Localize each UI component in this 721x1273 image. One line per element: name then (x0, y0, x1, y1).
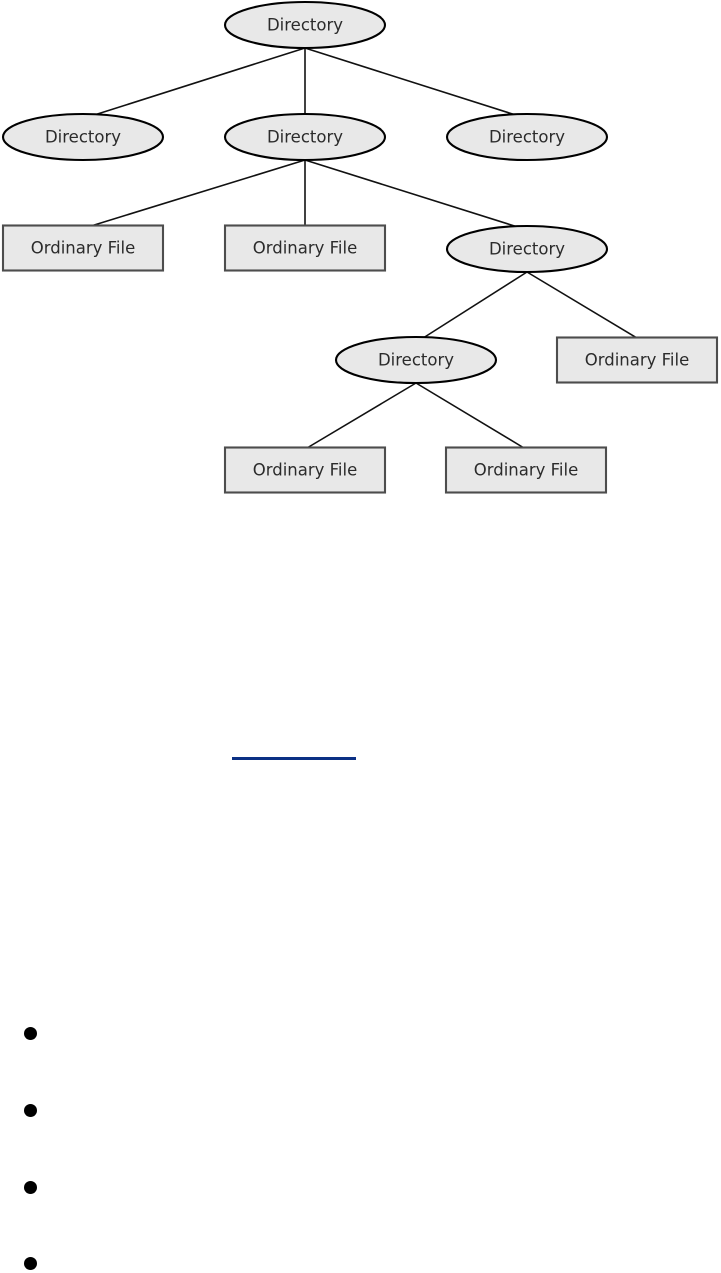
directory-ellipse-shape (334, 335, 498, 385)
tree-edge (304, 47, 523, 118)
node-label: Directory (489, 240, 565, 259)
ordinary-file-rect-shape (1, 224, 165, 272)
tree-edge (419, 271, 528, 341)
node-label: Ordinary File (253, 239, 358, 258)
directory-node[interactable]: Directory (445, 224, 609, 274)
list-item-bullet (24, 1104, 37, 1117)
ordinary-file-node[interactable]: Ordinary File (1, 224, 165, 272)
node-label: Directory (267, 128, 343, 147)
node-label: Directory (489, 128, 565, 147)
hyperlink-underline[interactable] (232, 757, 356, 760)
node-label: Directory (45, 128, 121, 147)
directory-node[interactable]: Directory (223, 112, 387, 162)
tree-edge (304, 159, 525, 230)
directory-node[interactable]: Directory (334, 335, 498, 385)
ordinary-file-rect-shape (444, 446, 608, 494)
ordinary-file-node[interactable]: Ordinary File (223, 446, 387, 494)
tree-edge (526, 271, 638, 339)
directory-ellipse-shape (223, 0, 387, 50)
tree-edge (87, 47, 306, 118)
directory-node[interactable]: Directory (445, 112, 609, 162)
ordinary-file-rect-shape (223, 224, 387, 272)
node-label: Ordinary File (585, 351, 690, 370)
node-label: Directory (267, 16, 343, 35)
list-item-bullet (24, 1257, 37, 1270)
list-item-bullet (24, 1027, 37, 1040)
ordinary-file-node[interactable]: Ordinary File (555, 336, 719, 384)
node-label: Ordinary File (253, 461, 358, 480)
node-label: Ordinary File (474, 461, 579, 480)
node-label: Directory (378, 351, 454, 370)
directory-ellipse-shape (1, 112, 165, 162)
ordinary-file-node[interactable]: Ordinary File (444, 446, 608, 494)
tree-edge (306, 382, 417, 449)
list-item-bullet (24, 1181, 37, 1194)
directory-node[interactable]: Directory (1, 112, 165, 162)
diagram-edges (87, 47, 638, 449)
ordinary-file-node[interactable]: Ordinary File (223, 224, 387, 272)
directory-node[interactable]: Directory (223, 0, 387, 50)
ordinary-file-rect-shape (223, 446, 387, 494)
directory-ellipse-shape (223, 112, 387, 162)
node-label: Ordinary File (31, 239, 136, 258)
tree-edge (415, 382, 525, 449)
ordinary-file-rect-shape (555, 336, 719, 384)
tree-edge (90, 159, 306, 227)
directory-ellipse-shape (445, 112, 609, 162)
directory-ellipse-shape (445, 224, 609, 274)
